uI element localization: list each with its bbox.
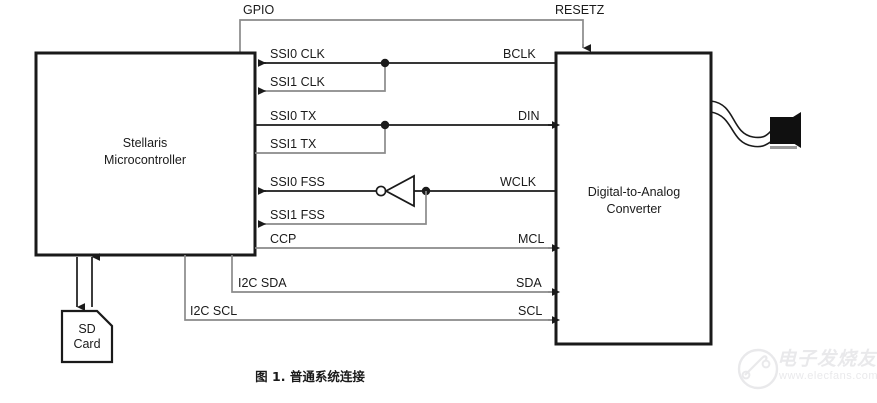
signal-label-wclk: WCLK	[500, 175, 537, 189]
sda-wire	[231, 255, 552, 293]
net-sda	[231, 255, 561, 296]
block-stellaris-microcontroller	[34, 51, 257, 257]
speaker-leads	[710, 100, 773, 148]
signal-label-i2c-scl: I2C SCL	[190, 304, 237, 318]
signal-label-ccp: CCP	[270, 232, 296, 246]
signal-label-i2c-sda: I2C SDA	[238, 276, 287, 290]
inverter-gate-icon	[384, 174, 415, 208]
mcu-label-line2: Microcontroller	[104, 153, 186, 167]
signal-label-ssi1-tx: SSI1 TX	[270, 137, 317, 151]
speaker-icon	[770, 112, 801, 149]
signal-label-ssi0-clk: SSI0 CLK	[270, 47, 326, 61]
net-wclk	[258, 174, 556, 228]
ssi1-clk-branch	[262, 63, 386, 92]
sd-label-line2: Card	[73, 337, 100, 351]
sd-label-line1: SD	[78, 322, 95, 336]
speaker-lead-bottom	[710, 111, 773, 148]
speaker-lead-top	[710, 100, 773, 139]
junction-dot-tx	[380, 120, 390, 130]
signal-label-din: DIN	[518, 109, 540, 123]
dac-label-line2: Converter	[607, 202, 662, 216]
signal-label-ssi1-clk: SSI1 CLK	[270, 75, 326, 89]
ssi1-tx-branch	[255, 125, 386, 154]
net-din	[255, 120, 561, 154]
signal-label-scl: SCL	[518, 304, 542, 318]
signal-label-ssi0-fss: SSI0 FSS	[270, 175, 325, 189]
signal-label-resetz: RESETZ	[555, 3, 605, 17]
figure-caption: 图 1. 普通系统连接	[255, 369, 365, 384]
dac-label-line1: Digital-to-Analog	[588, 185, 680, 199]
net-bclk	[258, 58, 556, 95]
block-dac	[554, 51, 713, 346]
signal-label-ssi1-fss: SSI1 FSS	[270, 208, 325, 222]
signal-label-bclk: BCLK	[503, 47, 536, 61]
junction-dot-clk	[380, 58, 390, 68]
ssi1-fss-branch	[262, 191, 427, 225]
signal-label-ssi0-tx: SSI0 TX	[270, 109, 317, 123]
gpio-resetz-wire	[239, 19, 584, 53]
mcu-label-line1: Stellaris	[123, 136, 167, 150]
net-gpio-resetz	[239, 19, 591, 53]
net-sd-card	[76, 253, 100, 311]
scl-wire	[184, 255, 552, 321]
signal-label-sda: SDA	[516, 276, 542, 290]
signal-label-gpio: GPIO	[243, 3, 275, 17]
sd-card-icon	[60, 309, 114, 364]
signal-label-mcl: MCL	[518, 232, 544, 246]
net-scl	[184, 255, 561, 324]
